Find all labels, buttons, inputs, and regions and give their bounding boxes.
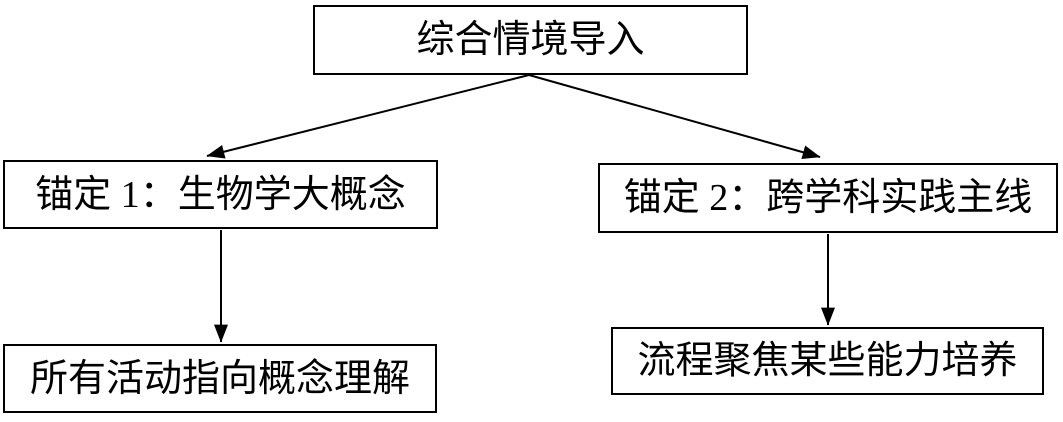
node-anchor1-label: 锚定 1：生物学大概念 — [35, 173, 406, 216]
node-anchor1-outcome-label: 所有活动指向概念理解 — [29, 357, 410, 400]
node-root: 综合情境导入 — [313, 5, 748, 75]
node-anchor1-outcome: 所有活动指向概念理解 — [3, 344, 437, 413]
arrow-root-to-anchor2 — [528, 74, 821, 160]
node-anchor2-outcome-label: 流程聚焦某些能力培养 — [637, 340, 1018, 382]
node-root-label: 综合情境导入 — [416, 19, 645, 61]
node-anchor1: 锚定 1：生物学大概念 — [3, 160, 438, 229]
node-anchor2: 锚定 2：跨学科实践主线 — [598, 163, 1058, 233]
node-anchor2-outcome: 流程聚焦某些能力培养 — [611, 327, 1044, 395]
arrow-root-to-anchor1 — [206, 74, 530, 159]
node-anchor2-label: 锚定 2：跨学科实践主线 — [623, 177, 1033, 219]
